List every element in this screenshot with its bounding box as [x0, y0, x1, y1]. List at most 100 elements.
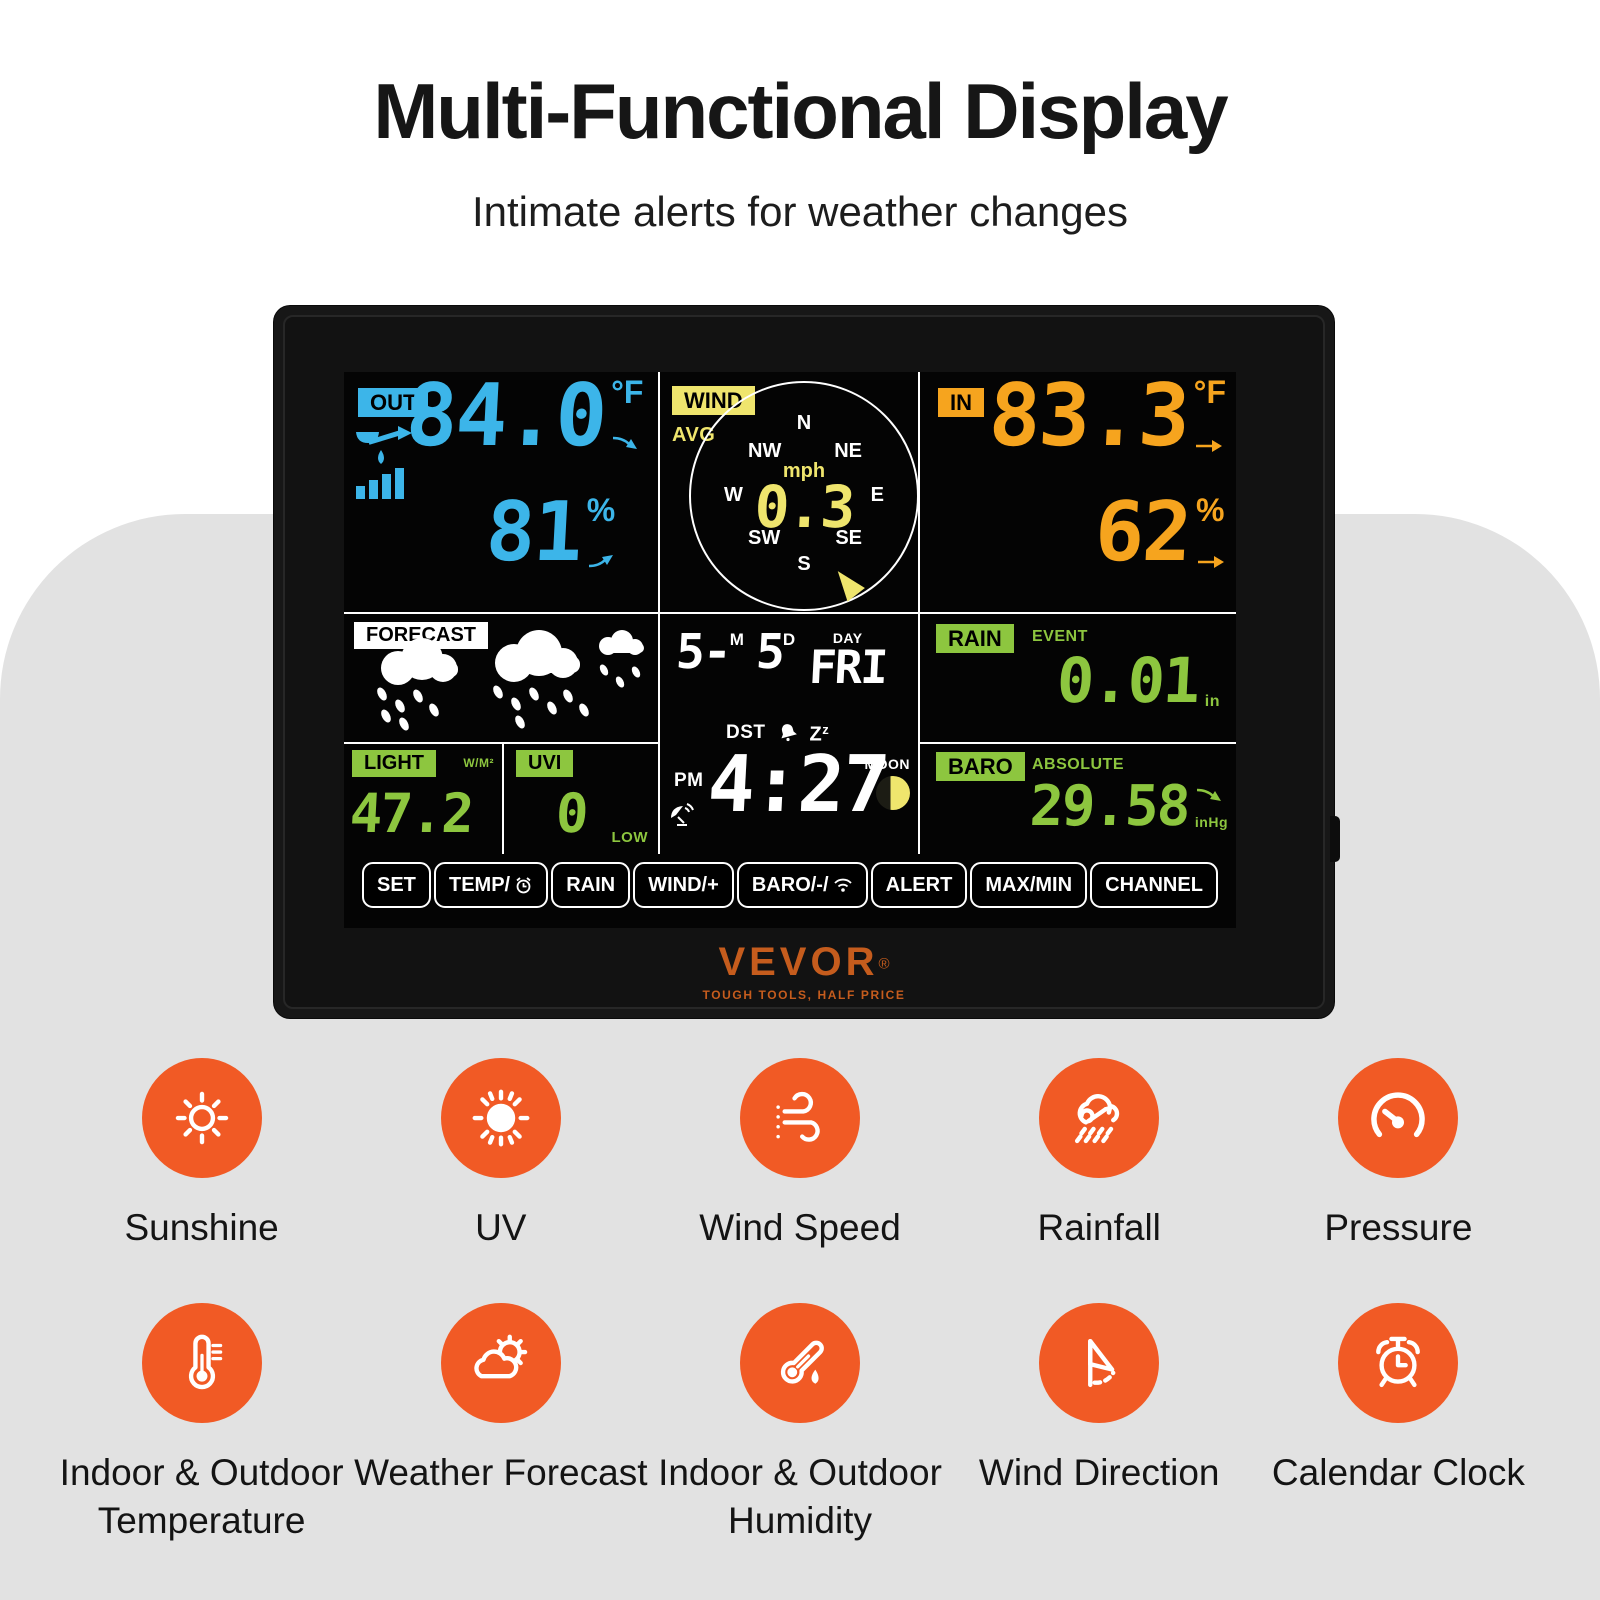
alarm-clock-icon — [516, 876, 531, 893]
divider — [502, 744, 504, 854]
outdoor-sensor-icon — [356, 426, 412, 499]
wind-unit: mph — [782, 460, 826, 482]
sleep-indicator: Z — [809, 723, 823, 746]
dir-se: SE — [835, 527, 862, 549]
wind-speed-value: 0.3 — [752, 473, 856, 541]
sun-filled-icon — [440, 1058, 561, 1178]
uvi-badge: UVI — [516, 750, 574, 777]
feature-label: Pressure — [1324, 1207, 1473, 1248]
wind-compass: N NE E SE S SW W NW mph 0.3 — [684, 376, 924, 616]
set-button[interactable]: SET — [362, 862, 431, 908]
out-humidity-unit: % — [586, 492, 616, 528]
max-min-button[interactable]: MAX/MIN — [970, 862, 1088, 908]
uvi-value: 0 — [554, 782, 589, 845]
feature-sunshine: Sunshine — [52, 1058, 351, 1251]
in-badge: IN — [938, 388, 984, 418]
ampm-label: PM — [674, 770, 704, 791]
feature-label: Wind Direction — [978, 1452, 1220, 1494]
feature-weather-forecast: Weather Forecast — [351, 1303, 650, 1544]
outdoor-section: OUT 84.0 °F — [344, 372, 658, 612]
feature-wind-speed: Wind Speed — [650, 1058, 949, 1251]
rain-value-row: 0.01 in — [1056, 644, 1220, 717]
page-subtitle: Intimate alerts for weather changes — [471, 188, 1128, 235]
satellite-icon — [671, 803, 694, 826]
in-temp-unit: °F — [1193, 374, 1226, 410]
in-humidity-row: 62 % — [1093, 485, 1226, 580]
baro-value-row: 29.58 inHg — [1028, 774, 1228, 839]
rain-button[interactable]: RAIN — [551, 862, 631, 908]
light-badge: LIGHT — [352, 750, 436, 777]
sun-cloud-icon — [440, 1303, 561, 1424]
in-humidity-unit: % — [1196, 492, 1225, 528]
dst-label: DST — [726, 722, 766, 743]
weather-station-device: OUT 84.0 °F — [274, 306, 1340, 1018]
feature-label: Wind Speed — [699, 1207, 901, 1248]
dir-s: S — [797, 553, 811, 575]
feature-pressure: Pressure — [1249, 1058, 1548, 1251]
rainy-forecast-icon — [377, 630, 644, 731]
out-temp-value: 84.0 — [403, 372, 608, 466]
baro-badge: BARO — [936, 752, 1025, 782]
moon-phase-icon — [876, 776, 910, 810]
gauge-icon — [1338, 1058, 1459, 1178]
rain-unit: in — [1204, 692, 1220, 710]
wind-plus-button[interactable]: WIND/+ — [633, 862, 734, 908]
baro-minus-wifi-button[interactable]: BARO/-/ — [736, 862, 868, 908]
sleep-indicator-sup: z — [822, 722, 829, 737]
day-sup: D — [782, 630, 796, 649]
alarm-clock-icon — [1338, 1303, 1459, 1424]
baro-value: 29.58 — [1028, 774, 1191, 839]
thermometer-icon — [141, 1303, 262, 1424]
wind-icon — [739, 1058, 860, 1178]
weekday-value: FRI — [807, 640, 888, 694]
feature-label: Indoor & Outdoor Humidity — [658, 1452, 942, 1541]
baro-sublabel: ABSOLUTE — [1032, 756, 1124, 773]
feature-wind-direction: Wind Direction — [950, 1303, 1249, 1544]
rain-badge: RAIN — [936, 624, 1014, 654]
moon-label: MOON — [864, 756, 910, 772]
divider — [920, 742, 1236, 744]
rain-cloud-icon — [1039, 1058, 1160, 1178]
alert-button[interactable]: ALERT — [870, 862, 968, 908]
feature-indoor-outdoor-temperature: Indoor & Outdoor Temperature — [52, 1303, 351, 1544]
divider — [344, 612, 1236, 614]
dir-ne: NE — [834, 440, 862, 462]
feature-label: Rainfall — [1037, 1207, 1161, 1248]
registered-mark: ® — [878, 955, 890, 973]
sun-outline-icon — [141, 1058, 262, 1178]
in-temp-value: 83.3 — [985, 372, 1191, 466]
out-humidity-row: 81 % — [484, 485, 617, 580]
out-temp-row: 84.0 °F — [403, 372, 644, 466]
dir-n: N — [796, 412, 812, 434]
channel-button[interactable]: CHANNEL — [1090, 862, 1218, 908]
day-label: DAY — [832, 630, 863, 646]
light-value: 47.2 — [348, 782, 474, 845]
brand-tagline: TOUGH TOOLS, HALF PRICE — [702, 988, 906, 1002]
lcd-screen: OUT 84.0 °F — [344, 372, 1236, 928]
month-value: 5- — [674, 624, 732, 680]
steady-arrow-icon — [1195, 440, 1222, 452]
feature-calendar-clock: Calendar Clock — [1249, 1303, 1548, 1544]
temp-alarm-button[interactable]: TEMP/ — [434, 862, 549, 908]
rain-sublabel: EVENT — [1032, 628, 1088, 645]
wifi-icon — [833, 878, 852, 892]
steady-arrow-icon — [1198, 556, 1224, 568]
feature-uv: UV — [351, 1058, 650, 1251]
out-badge: OUT — [358, 388, 429, 418]
indoor-section: IN 83.3 °F 62 % — [920, 372, 1236, 612]
divider — [344, 742, 658, 744]
feature-grid: Sunshine UV Wi — [52, 1058, 1548, 1544]
feature-label: Sunshine — [124, 1207, 279, 1248]
humidity-thermometer-icon — [739, 1303, 860, 1424]
in-temp-row: 83.3 °F — [985, 372, 1226, 466]
rain-section: RAIN EVENT 0.01 in — [920, 614, 1236, 742]
trend-down-arrow-icon — [613, 436, 638, 449]
feature-indoor-outdoor-humidity: Indoor & Outdoor Humidity — [650, 1303, 949, 1544]
out-temp-unit: °F — [611, 374, 644, 410]
forecast-section: FORECAST — [344, 614, 658, 742]
compass-ring — [689, 381, 919, 611]
device-side-button[interactable] — [1330, 816, 1340, 862]
trend-up-arrow-icon — [588, 555, 613, 568]
feature-label: Calendar Clock — [1271, 1452, 1525, 1494]
